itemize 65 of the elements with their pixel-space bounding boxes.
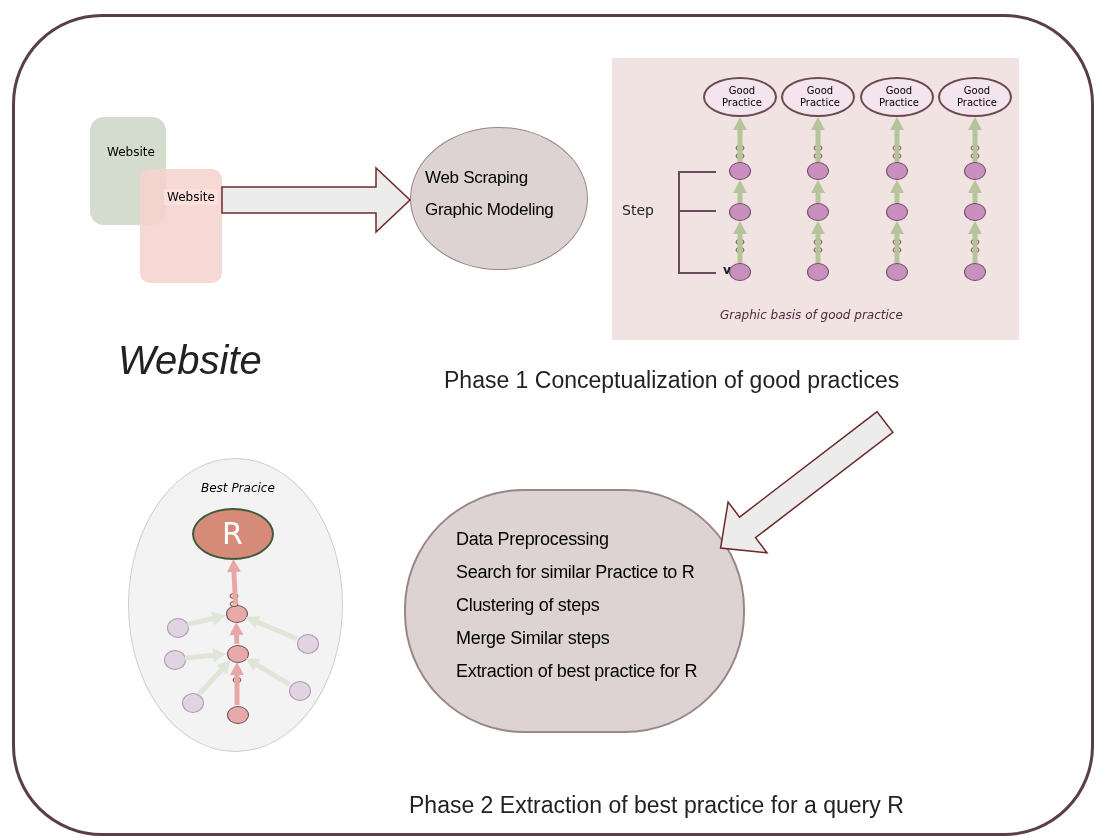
step-label: Step (622, 202, 654, 218)
step-circle (807, 162, 829, 180)
arrow (733, 117, 747, 162)
query-letter: R (222, 516, 243, 551)
list-item: Data Preprocessing (456, 529, 609, 550)
step-circle (226, 605, 248, 623)
arrow (968, 117, 982, 162)
website-card (140, 169, 222, 283)
arrow (968, 180, 982, 203)
diagram-panel (612, 58, 1019, 340)
step-circle (807, 263, 829, 281)
step-circle (227, 706, 249, 724)
arrow (197, 660, 231, 696)
arrow (227, 559, 241, 605)
block-arrow (719, 410, 894, 554)
arrow (229, 622, 244, 645)
ellipse-label: Good Practice (799, 85, 841, 109)
step-circle (729, 162, 751, 180)
arrow (811, 180, 825, 203)
step-circle (182, 693, 204, 713)
arrow (890, 117, 904, 162)
arrow (733, 221, 747, 263)
ellipse-label: Good Practice (878, 85, 920, 109)
step-circle (964, 263, 986, 281)
step-marker-label: v (723, 263, 731, 277)
list-item: Search for similar Practice to R (456, 562, 695, 583)
arrow (184, 648, 227, 663)
process-text: Web Scraping (425, 168, 528, 188)
arrow (811, 221, 825, 263)
step-circle (807, 203, 829, 221)
step-circle (164, 650, 186, 670)
card-label: Website (164, 189, 218, 205)
list-item: Extraction of best practice for R (456, 661, 698, 682)
list-item: Clustering of steps (456, 595, 600, 616)
phase-caption: Phase 2 Extraction of best practice for a query R (409, 792, 904, 819)
step-circle (964, 203, 986, 221)
panel-caption: Graphic basis of good practice (720, 308, 903, 322)
section-title: Website (118, 338, 262, 383)
phase-caption: Phase 1 Conceptualization of good practices (444, 367, 900, 394)
ellipse-label: Good Practice (956, 85, 998, 109)
arrow (890, 180, 904, 203)
arrow (890, 221, 904, 263)
step-circle (886, 263, 908, 281)
arrow (245, 615, 298, 642)
step-circle (964, 162, 986, 180)
step-circle (297, 634, 319, 654)
step-circle (886, 162, 908, 180)
step-circle (729, 263, 751, 281)
ellipse-label: Good Practice (721, 85, 763, 109)
arrow (811, 117, 825, 162)
step-circle (289, 681, 311, 701)
list-item: Merge Similar steps (456, 628, 610, 649)
process-text: Graphic Modeling (425, 200, 554, 220)
block-arrow (221, 166, 412, 234)
card-label: Website (107, 145, 155, 159)
step-circle (167, 618, 189, 638)
heading: Best Pracice (201, 481, 275, 495)
step-circle (227, 645, 249, 663)
arrow (187, 611, 226, 627)
arrow (968, 221, 982, 263)
arrow (733, 180, 747, 203)
step-circle (729, 203, 751, 221)
arrow (230, 662, 244, 705)
step-circle (886, 203, 908, 221)
arrow (245, 658, 292, 687)
